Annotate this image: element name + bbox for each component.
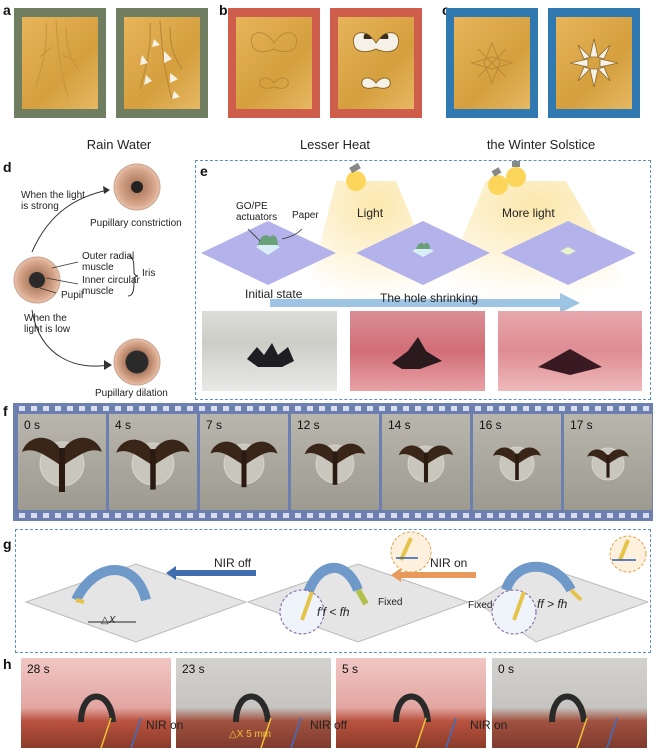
- panel-e-box: [195, 160, 651, 400]
- caption-rain-water: Rain Water: [86, 137, 152, 152]
- leaf-actuator-icon: [304, 443, 366, 485]
- snowflake-cut-pattern-icon: [470, 41, 514, 85]
- frame-time-label: 0 s: [24, 418, 41, 432]
- frame-time-label: 14 s: [388, 418, 411, 432]
- caption-winter-solstice: the Winter Solstice: [486, 137, 596, 152]
- actuator-arch-icon: [78, 693, 142, 749]
- walking-time-label: 23 s: [182, 662, 205, 676]
- rain-open-pattern-icon: [139, 20, 183, 100]
- nir-on-label-h1: NIR on: [146, 718, 184, 732]
- frame-time-label: 17 s: [570, 418, 593, 432]
- dilation-label: Pupillary dilation: [95, 388, 168, 399]
- actuator-arch-icon: [393, 693, 457, 749]
- film-frame: 12 s: [291, 414, 379, 510]
- panel-label-d: d: [3, 159, 12, 175]
- leaf-actuator-icon: [398, 445, 454, 483]
- leaf-actuator-icon: [587, 447, 629, 481]
- walking-time-label: 28 s: [27, 662, 50, 676]
- inequality-1: f′f < fh: [317, 605, 350, 619]
- winter-solstice-frame-1: [446, 8, 538, 118]
- photo-light: [350, 311, 485, 391]
- walking-time-label: 5 s: [342, 662, 359, 676]
- nir-off-label-h: NIR off: [310, 718, 348, 732]
- walking-photo: 0 s: [492, 658, 647, 749]
- frame-time-label: 16 s: [479, 418, 502, 432]
- panel-label-g: g: [3, 536, 12, 552]
- inner-circular-label: Inner circular muscle: [82, 275, 140, 297]
- film-frame: 17 s: [564, 414, 652, 510]
- strong-light-label: When the light is strong: [21, 190, 85, 212]
- leaf-actuator-icon: [210, 441, 278, 488]
- fixed-label-1: Fixed: [378, 597, 403, 608]
- iris-label: Iris: [142, 268, 156, 279]
- shrinking-arrow-icon: [270, 293, 580, 313]
- constriction-label: Pupillary constriction: [90, 218, 182, 229]
- caption-lesser-heat: Lesser Heat: [299, 137, 371, 152]
- initial-state-label: Initial state: [245, 287, 303, 301]
- walking-photo: 23 s: [176, 658, 331, 749]
- light-label: Light: [357, 206, 384, 220]
- film-frame: 14 s: [382, 414, 470, 510]
- iris-actuator-diagram: [201, 161, 636, 301]
- rain-water-frame-2: [116, 8, 208, 118]
- iris-diagram: [13, 163, 161, 386]
- lesser-heat-frame-2: [330, 8, 422, 118]
- panel-label-f: f: [3, 403, 8, 419]
- walking-time-label: 0 s: [498, 662, 515, 676]
- butterfly-open-pattern-icon: [352, 32, 400, 89]
- actuator-arch-icon: [549, 693, 618, 749]
- hole-shrinking-label: The hole shrinking: [380, 291, 479, 305]
- inequality-2: ff > fh: [537, 597, 568, 611]
- outer-radial-label: Outer radial muscle: [82, 251, 135, 273]
- walking-photo: 28 s: [21, 658, 171, 749]
- walking-photo: 5 s: [336, 658, 486, 749]
- winter-solstice-frame-2: [548, 8, 640, 118]
- frame-time-label: 7 s: [206, 418, 223, 432]
- pupil-label: Pupil: [61, 290, 84, 301]
- snowflake-open-pattern-icon: [569, 38, 619, 88]
- leaf-actuator-icon: [22, 437, 102, 492]
- film-frame: 7 s: [200, 414, 288, 510]
- film-frame: 0 s: [18, 414, 106, 510]
- panel-label-h: h: [3, 656, 12, 672]
- photo-more-light: [498, 311, 642, 391]
- nir-on-label-g: NIR on: [430, 556, 468, 570]
- more-light-label: More light: [502, 206, 555, 220]
- film-frame: 4 s: [109, 414, 197, 510]
- actuator-arch-icon: [233, 693, 302, 749]
- nir-on-label-h2: NIR on: [470, 718, 508, 732]
- frame-time-label: 4 s: [115, 418, 132, 432]
- panel-label-c: c: [442, 2, 450, 18]
- nir-off-label-g: NIR off: [214, 556, 252, 570]
- walking-actuator-diagram: [24, 531, 648, 643]
- butterfly-cut-pattern-icon: [250, 32, 298, 89]
- low-light-label: When the light is low: [24, 313, 71, 335]
- film-frame: 16 s: [473, 414, 561, 510]
- frame-time-label: 12 s: [297, 418, 320, 432]
- panel-label-a: a: [3, 2, 11, 18]
- scale-label-h: △X 5 mm: [229, 729, 272, 740]
- panel-label-b: b: [219, 2, 228, 18]
- delta-x-label-g: △X: [101, 615, 116, 626]
- paper-label: Paper: [292, 210, 319, 221]
- lesser-heat-frame-1: [228, 8, 320, 118]
- panel-label-e: e: [200, 163, 208, 179]
- rain-cut-pattern-icon: [35, 20, 79, 98]
- fixed-label-2: Fixed: [468, 600, 493, 611]
- leaf-actuator-icon: [116, 439, 190, 490]
- leaf-actuator-icon: [493, 446, 541, 482]
- film-holes: [19, 406, 649, 518]
- photo-initial-state: [202, 311, 337, 391]
- actuators-label: GO/PE actuators: [236, 201, 278, 223]
- rain-water-frame-1: [14, 8, 106, 118]
